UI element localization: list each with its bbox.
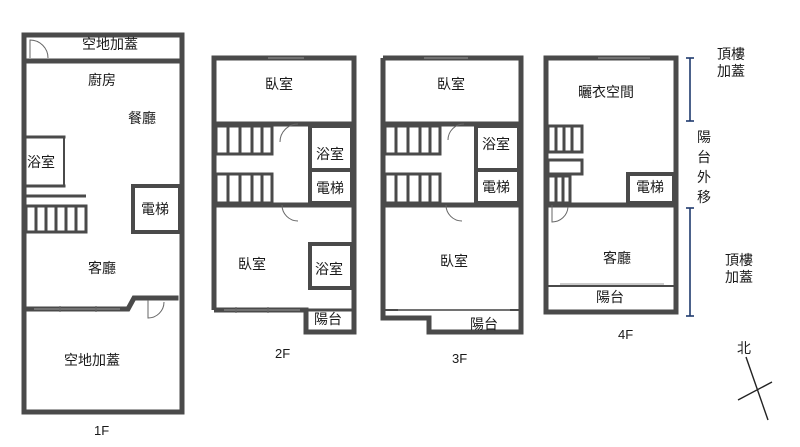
annotation-balcony-moved: 陽台外移 bbox=[697, 130, 711, 206]
room-label-3f-bathroom: 浴室 bbox=[482, 137, 510, 153]
room-label-elevator: 電梯 bbox=[141, 202, 169, 218]
annotation-markers bbox=[686, 57, 694, 317]
floor-3-doors bbox=[398, 57, 510, 311]
annotation-rooftop-bottom: 頂樓加蓋 bbox=[725, 253, 753, 286]
room-label-3f-bedroom-rear: 臥室 bbox=[440, 254, 468, 270]
annotation-rooftop-top: 頂樓加蓋 bbox=[717, 47, 745, 80]
room-label-2f-bedroom-front: 臥室 bbox=[265, 77, 293, 93]
room-label-bathroom: 浴室 bbox=[27, 155, 55, 171]
room-label-4f-living: 客廳 bbox=[603, 251, 631, 267]
floor-1-elevator-wall bbox=[131, 184, 182, 234]
floor-1-doors bbox=[29, 39, 165, 319]
room-label-rear-extension: 空地加蓋 bbox=[64, 353, 120, 369]
floor-2-doors bbox=[224, 57, 304, 313]
compass-north-label: 北 bbox=[737, 341, 751, 357]
floor-1-stairs bbox=[24, 194, 88, 234]
floor-3-stairs bbox=[383, 124, 442, 205]
room-label-2f-balcony: 陽台 bbox=[314, 312, 342, 328]
compass-crossbar bbox=[737, 381, 773, 401]
room-label-front-extension: 空地加蓋 bbox=[82, 37, 138, 53]
floor-label-2f: 2F bbox=[275, 346, 291, 361]
floor-label-1f: 1F bbox=[94, 423, 110, 438]
room-label-2f-bathroom-front: 浴室 bbox=[316, 147, 344, 163]
room-label-dining: 餐廳 bbox=[128, 111, 156, 127]
floor-2-plan bbox=[211, 55, 357, 335]
room-label-kitchen: 廚房 bbox=[88, 73, 116, 89]
room-label-4f-balcony: 陽台 bbox=[596, 290, 624, 306]
floor-4-stairs bbox=[546, 124, 584, 205]
compass-rose bbox=[737, 356, 773, 421]
floor-4-doors bbox=[551, 57, 664, 285]
floor-3-outer-wall bbox=[380, 55, 524, 335]
room-label-2f-bathroom-rear: 浴室 bbox=[315, 262, 343, 278]
floor-1-rear-wall bbox=[21, 295, 179, 312]
room-label-2f-elevator: 電梯 bbox=[316, 181, 344, 197]
room-label-4f-elevator: 電梯 bbox=[636, 180, 664, 196]
room-label-4f-drying-room: 曬衣空間 bbox=[578, 85, 634, 101]
floor-2-stairs bbox=[214, 124, 274, 205]
room-label-living: 客廳 bbox=[88, 261, 116, 277]
floor-label-4f: 4F bbox=[618, 327, 634, 342]
room-label-3f-elevator: 電梯 bbox=[482, 180, 510, 196]
compass-needle bbox=[745, 356, 769, 421]
room-label-3f-bedroom-front: 臥室 bbox=[437, 77, 465, 93]
room-label-3f-balcony: 陽台 bbox=[470, 317, 498, 333]
room-label-2f-bedroom-rear: 臥室 bbox=[238, 257, 266, 273]
floor-label-3f: 3F bbox=[452, 351, 468, 366]
